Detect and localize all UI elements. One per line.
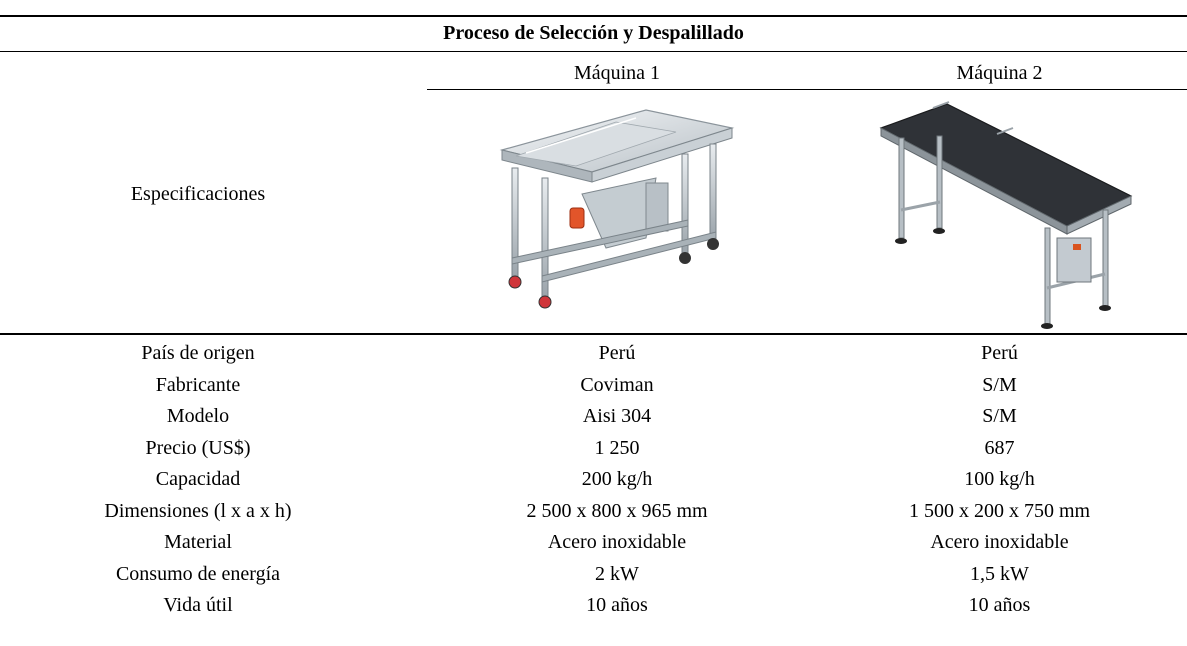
row-label: Fabricante [155, 373, 241, 396]
table-row: Vida útil 10 años 10 años [0, 590, 1187, 621]
specifications-label: Especificaciones [130, 183, 266, 205]
table-row: Consumo de energía 2 kW 1,5 kW [0, 559, 1187, 590]
machine-1-value: Perú [598, 342, 636, 364]
row-label: Modelo [166, 405, 230, 427]
machine-1-value: Coviman [580, 373, 654, 396]
row-label: Consumo de energía [115, 562, 281, 585]
machine-1-header: Máquina 1 [573, 62, 661, 84]
table-row: País de origen Perú Perú [0, 338, 1187, 369]
table-row: Modelo Aisi 304 S/M [0, 401, 1187, 432]
row-label: Vida útil [163, 594, 233, 616]
machine-2-value: 1,5 kW [970, 562, 1029, 585]
row-label: País de origen [141, 342, 255, 364]
machine-1-value: 1 250 [594, 436, 640, 459]
machine-2-value: 10 años [968, 594, 1031, 616]
row-label: Capacidad [155, 468, 241, 490]
conveyor-belt-image [879, 101, 1133, 329]
machine-1-value: Aisi 304 [582, 405, 652, 427]
table-row: Capacidad 200 kg/h 100 kg/h [0, 464, 1187, 495]
machine-2-value: S/M [982, 405, 1017, 427]
row-label: Material [164, 531, 232, 553]
machine-1-value: 10 años [586, 594, 648, 616]
table-title: Proceso de Selección y Despalillado [443, 22, 744, 44]
table-row: Material Acero inoxidable Acero inoxidable [0, 527, 1187, 558]
machine-1-value: 200 kg/h [581, 468, 653, 490]
machine-1-value: Acero inoxidable [547, 531, 687, 553]
machine-2-header: Máquina 2 [956, 62, 1043, 84]
title-rule [0, 51, 1187, 52]
machine-2-value: Acero inoxidable [930, 531, 1069, 553]
vibrating-sorting-table-image [499, 109, 735, 309]
machine-2-value: 100 kg/h [964, 468, 1035, 490]
machine-2-value: 1 500 x 200 x 750 mm [908, 499, 1091, 522]
machine-1-value: 2 kW [595, 562, 639, 585]
body-rule [0, 333, 1187, 335]
table-row: Fabricante Coviman S/M [0, 370, 1187, 401]
machine-2-value: 687 [984, 436, 1015, 459]
table-row: Precio (US$) 1 250 687 [0, 433, 1187, 464]
machine-1-value: 2 500 x 800 x 965 mm [526, 499, 708, 522]
machine-2-value: S/M [982, 373, 1017, 396]
row-label: Precio (US$) [145, 436, 251, 459]
header-rule [427, 89, 1187, 90]
table-row: Dimensiones (l x a x h) 2 500 x 800 x 965… [0, 496, 1187, 527]
machine-2-value: Perú [981, 342, 1018, 364]
row-label: Dimensiones (l x a x h) [104, 499, 292, 522]
top-rule [0, 15, 1187, 17]
